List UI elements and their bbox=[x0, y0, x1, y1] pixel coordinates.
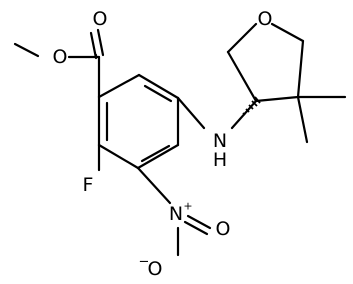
bond-ring-o-to-c5 bbox=[270, 22, 305, 43]
bond-carbonyl-o-double-2 bbox=[96, 28, 105, 57]
atom-label-fluorine: F bbox=[83, 174, 94, 196]
methyl-ester-group bbox=[13, 28, 105, 99]
bond-c5-to-c4 bbox=[296, 39, 305, 99]
atom-label-nitro-n: N bbox=[169, 203, 183, 225]
aminooxolane-group bbox=[176, 22, 347, 144]
bond-ring-inner-2 bbox=[140, 144, 171, 163]
atom-label-nitro-minus: − bbox=[139, 255, 150, 270]
atom-label-ester-carbonyl-o: O bbox=[93, 8, 108, 30]
atom-label-nitro-o-double: O bbox=[216, 218, 231, 240]
bond-ring-bottom-right bbox=[136, 143, 180, 170]
bond-c3-to-c2 bbox=[226, 50, 258, 103]
bond-c4-to-methyl-b bbox=[296, 95, 309, 144]
bond-ring-top-right bbox=[137, 73, 180, 100]
atom-label-amine-n: N bbox=[213, 130, 227, 152]
atom-label-ester-ether-o: O bbox=[53, 46, 68, 68]
atom-label-ring-o: O bbox=[258, 8, 273, 30]
bond-c2-to-ring-o bbox=[226, 22, 258, 54]
bond-ring-top-left bbox=[97, 73, 141, 99]
benzene-ring bbox=[97, 73, 180, 170]
bond-ring-to-n bbox=[176, 96, 206, 130]
nitro-group bbox=[136, 166, 212, 257]
bond-carbonyl-o-double-1 bbox=[89, 31, 98, 60]
atom-label-nitro-o-single: O bbox=[148, 258, 163, 280]
bond-c4-to-c3 bbox=[254, 95, 300, 103]
bond-nitro-n-to-o-double-2 bbox=[183, 220, 209, 236]
bond-ester-o-to-methyl bbox=[13, 42, 40, 58]
atom-label-nitro-plus: + bbox=[183, 200, 192, 213]
atom-label-amine-h: H bbox=[213, 149, 227, 171]
bond-ring-bottom-left bbox=[97, 143, 140, 170]
bond-nitro-n-to-o-double-1 bbox=[186, 214, 212, 230]
bond-ring-inner-1 bbox=[143, 84, 173, 103]
bond-ring-to-nitro-n bbox=[136, 166, 172, 205]
